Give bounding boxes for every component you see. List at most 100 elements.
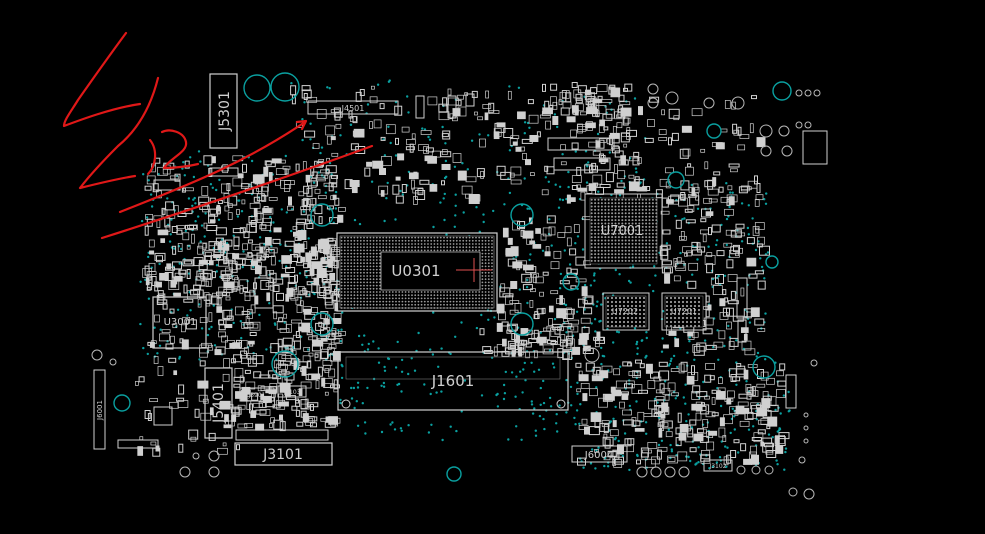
- smd-pad: [440, 151, 452, 158]
- smd-pad: [625, 380, 635, 389]
- smd-pad: [522, 230, 534, 239]
- via: [553, 317, 557, 321]
- via: [774, 408, 777, 412]
- smd-pad: [278, 317, 284, 323]
- via: [192, 198, 195, 201]
- via: [453, 165, 457, 168]
- via: [400, 390, 403, 393]
- via: [319, 151, 322, 155]
- via: [377, 361, 381, 364]
- smd-pad: [322, 364, 331, 371]
- smd-pad: [746, 257, 757, 267]
- smd-pad: [321, 377, 326, 387]
- via: [366, 103, 370, 106]
- smd-pad: [265, 161, 276, 168]
- smd-pad: [280, 273, 290, 278]
- smd-pad: [636, 186, 648, 192]
- smd-pad: [307, 402, 319, 408]
- via: [269, 215, 272, 219]
- via: [454, 193, 457, 196]
- via: [383, 219, 386, 223]
- smd-pad: [527, 99, 534, 105]
- via: [653, 397, 657, 401]
- via: [726, 446, 729, 449]
- smd-pad: [620, 391, 629, 396]
- via: [568, 263, 572, 266]
- via: [240, 210, 244, 213]
- via: [569, 385, 573, 389]
- smd-pad: [662, 344, 669, 349]
- via: [442, 197, 445, 200]
- via: [394, 366, 398, 369]
- smd-pad: [661, 420, 673, 429]
- smd-pad: [268, 197, 278, 201]
- smd-pad: [673, 258, 678, 267]
- via: [783, 468, 786, 471]
- smd-pad: [288, 276, 296, 284]
- smd-pad: [586, 121, 593, 131]
- smd-pad: [697, 246, 706, 253]
- via: [703, 339, 707, 342]
- via: [303, 101, 306, 104]
- smd-pad: [310, 403, 314, 411]
- via: [667, 428, 670, 431]
- via: [760, 265, 764, 269]
- smd-pad: [584, 300, 588, 304]
- via: [339, 340, 343, 343]
- smd-pad: [583, 307, 593, 315]
- via: [623, 432, 627, 435]
- smd-pad: [759, 245, 770, 256]
- via: [727, 215, 730, 218]
- via: [612, 341, 615, 344]
- via: [382, 381, 386, 385]
- via: [665, 242, 669, 245]
- via: [589, 284, 593, 287]
- via: [157, 173, 160, 176]
- via: [618, 194, 622, 197]
- via: [487, 318, 490, 321]
- smd-pad: [743, 458, 753, 465]
- smd-pad: [438, 103, 448, 113]
- smd-pad: [330, 338, 340, 344]
- via: [687, 455, 690, 459]
- smd-pad: [580, 317, 591, 324]
- smd-pad: [729, 249, 740, 258]
- via: [285, 265, 288, 268]
- mounting-hole: [446, 466, 462, 482]
- smd-pad: [580, 383, 590, 389]
- smd-pad: [208, 214, 216, 224]
- via: [776, 463, 779, 466]
- via: [496, 392, 499, 396]
- via: [614, 405, 617, 409]
- smd-pad: [711, 397, 716, 405]
- smd-pad: [716, 391, 726, 400]
- smd-pad: [241, 199, 246, 205]
- via: [250, 159, 254, 163]
- smd-pad: [605, 172, 614, 183]
- smd-pad: [705, 344, 717, 350]
- smd-pad: [573, 224, 580, 233]
- smd-pad: [664, 273, 671, 284]
- smd-pad: [711, 224, 721, 233]
- via: [478, 133, 481, 136]
- smd-pad: [286, 287, 294, 297]
- via: [356, 386, 360, 389]
- smd-pad: [277, 401, 289, 407]
- smd-pad: [739, 134, 750, 139]
- smd-pad: [306, 223, 314, 229]
- smd-pad: [273, 360, 281, 369]
- smd-pad: [165, 266, 175, 271]
- smd-pad: [702, 234, 707, 243]
- smd-pad: [288, 196, 292, 206]
- smd-pad: [726, 454, 732, 464]
- j3102-label: J3102: [708, 463, 726, 470]
- smd-pad: [241, 386, 251, 395]
- smd-pad: [413, 171, 418, 179]
- smd-pad: [727, 185, 733, 191]
- via: [702, 380, 705, 384]
- via: [478, 230, 481, 233]
- smd-pad: [575, 362, 582, 368]
- via: [596, 300, 599, 303]
- smd-pad: [565, 92, 572, 103]
- smd-pad: [753, 432, 764, 443]
